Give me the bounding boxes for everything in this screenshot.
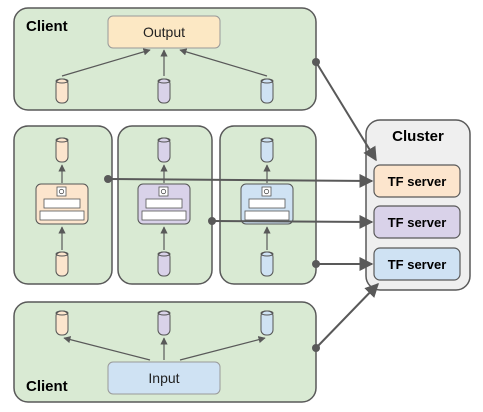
bottom-cylinder-blue (260, 310, 274, 336)
tf-server-2: TF server (373, 205, 461, 239)
cluster-title: Cluster (392, 128, 444, 145)
client-top-title: Client (26, 18, 68, 35)
tf-server-2-label: TF server (388, 215, 447, 230)
tf-server-1: TF server (373, 164, 461, 198)
top-cylinder-blue (260, 78, 274, 104)
worker-panel-2 (117, 125, 213, 285)
cluster-panel: Cluster TF server TF server TF server (365, 119, 471, 291)
bottom-cylinder-orange (55, 310, 69, 336)
output-arrows (61, 48, 268, 77)
worker1-to-server1 (104, 173, 374, 188)
client-bottom-title: Client (26, 378, 68, 395)
tf-server-3: TF server (373, 247, 461, 281)
bottom-client-to-server3 (312, 282, 379, 352)
output-box: Output (107, 15, 221, 49)
top-cylinder-orange (55, 78, 69, 104)
output-label: Output (143, 24, 185, 40)
worker2-bottom-cylinder (157, 251, 171, 277)
input-box: Input (107, 361, 221, 395)
top-cylinder-purple (157, 78, 171, 104)
tf-server-3-label: TF server (388, 257, 447, 272)
worker3-model-icon (240, 183, 294, 225)
worker2-to-server2 (208, 214, 374, 229)
client-bottom-panel: Input Client (13, 301, 317, 403)
worker1-bottom-cylinder (55, 251, 69, 277)
bottom-cylinder-purple (157, 310, 171, 336)
tf-server-1-label: TF server (388, 174, 447, 189)
worker-panel-1 (13, 125, 113, 285)
cluster-connections (104, 58, 379, 352)
worker2-top-cylinder (157, 137, 171, 163)
worker3-top-cylinder (260, 137, 274, 163)
worker-panel-3 (219, 125, 317, 285)
client-top-panel: Client Output (13, 7, 317, 111)
worker1-model-icon (35, 183, 89, 225)
top-client-to-server1 (312, 58, 377, 162)
worker3-bottom-cylinder (260, 251, 274, 277)
worker2-model-icon (137, 183, 191, 225)
input-label: Input (148, 370, 179, 386)
input-arrows (63, 336, 266, 361)
worker1-top-cylinder (55, 137, 69, 163)
